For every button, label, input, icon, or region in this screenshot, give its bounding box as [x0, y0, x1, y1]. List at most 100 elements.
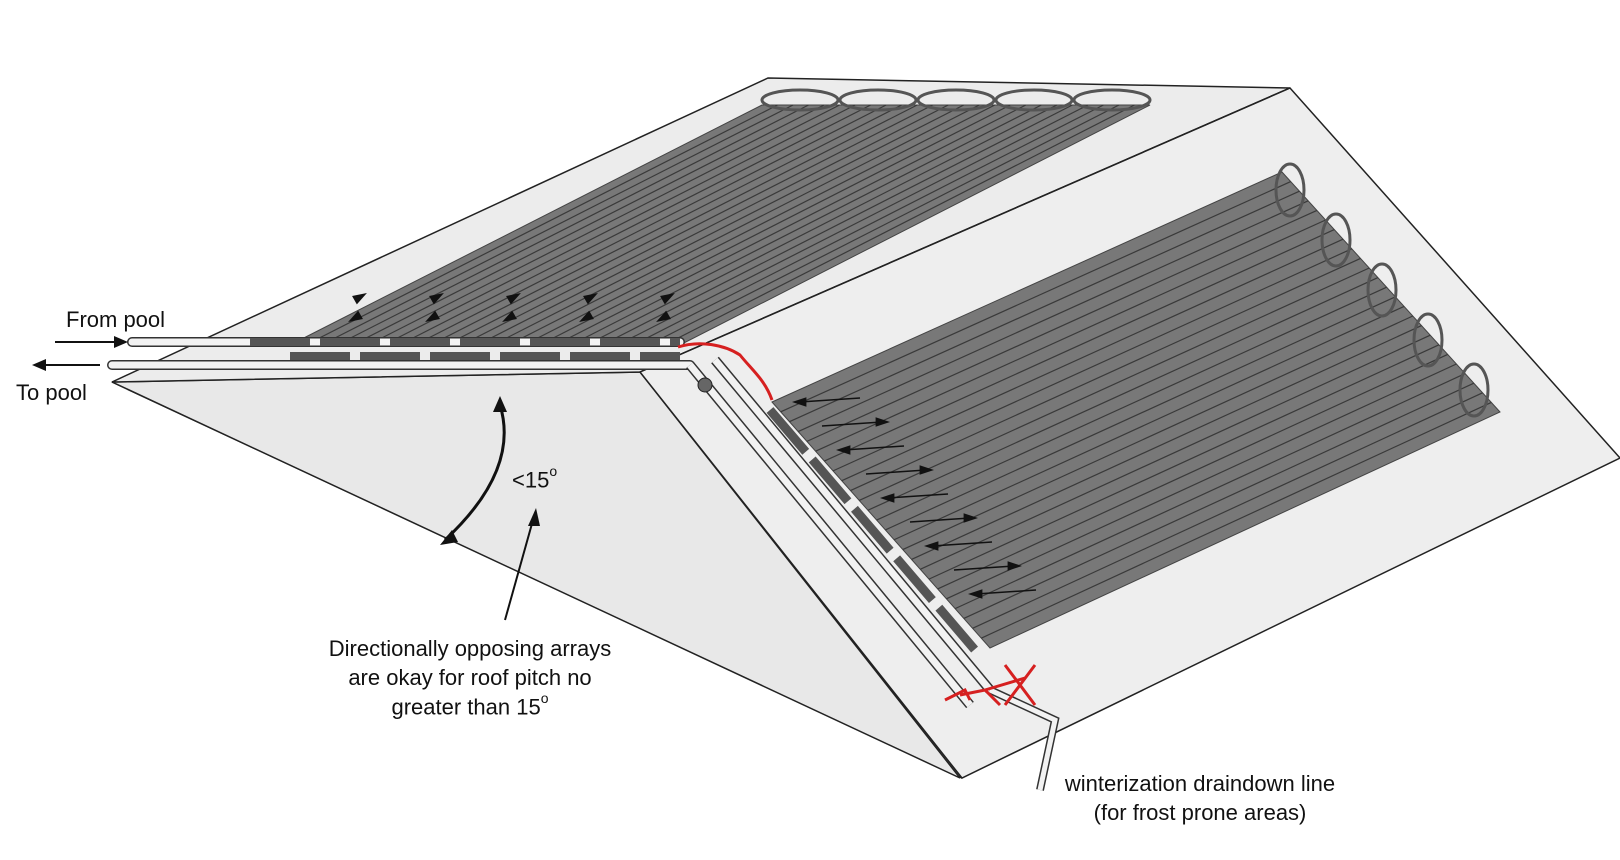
collector-tube-line	[911, 325, 1422, 560]
collector-tube-line	[797, 200, 1309, 433]
collector-tube-line	[305, 104, 778, 346]
collector-coil	[1274, 162, 1306, 218]
collector-tube-line	[954, 373, 1466, 610]
collector-tube-line	[367, 104, 840, 346]
collector-tube-line	[398, 104, 871, 346]
collector-tube-line	[320, 104, 794, 346]
collector-tube-line	[902, 315, 1414, 551]
collector-tube-line	[476, 104, 949, 346]
flow-arrowhead	[429, 293, 444, 305]
collector-tube-line	[414, 104, 887, 346]
flow-arrowhead	[583, 293, 598, 305]
collector-tube-line	[789, 190, 1300, 423]
pitch-angle-arc	[440, 396, 507, 545]
flow-line	[821, 421, 883, 427]
roof-ridge	[639, 87, 1291, 373]
pitch-angle-degree: o	[549, 463, 558, 479]
collector-tube-line	[383, 104, 856, 346]
red-seal-lines	[677, 342, 1037, 707]
pitch-note-line3-wrap: greater than 15o	[300, 690, 640, 722]
collector-tube-line	[963, 382, 1475, 620]
collector-coil	[760, 88, 840, 112]
upper-flow-arrows	[348, 293, 675, 322]
collector-coil	[1320, 212, 1352, 268]
collector-tube-line	[858, 267, 1370, 501]
flow-arrowhead	[875, 417, 890, 427]
flow-arrowhead	[1007, 561, 1022, 571]
collector-tube-line	[841, 248, 1353, 482]
collector-tube-line	[780, 181, 1291, 413]
collector-tube-line	[430, 104, 902, 346]
flow-arrowhead	[579, 310, 594, 322]
collector-tube-line	[815, 219, 1326, 452]
flow-arrowhead	[506, 293, 521, 305]
collector-tube-line	[893, 305, 1405, 541]
flow-line	[799, 397, 861, 403]
collector-tube-line	[445, 104, 918, 346]
flow-arrowhead	[425, 310, 440, 322]
pitch-note: Directionally opposing arrays are okay f…	[300, 635, 640, 722]
collector-tube-line	[508, 104, 980, 346]
collector-tube-line	[539, 104, 1011, 346]
flow-line	[887, 493, 949, 499]
collector-coil	[1412, 312, 1444, 368]
collector-tube-line	[928, 344, 1440, 580]
collector-tube-line	[601, 104, 1073, 346]
from-pool-label: From pool	[66, 307, 166, 332]
collector-tube-line	[946, 363, 1457, 600]
pitch-note-line2: are okay for roof pitch no	[348, 664, 592, 690]
flow-line	[843, 445, 905, 451]
flow-arrowhead	[792, 397, 807, 407]
to-pool-label: To pool	[16, 380, 87, 405]
collector-tube-line	[867, 277, 1379, 511]
collector-tube-line	[617, 104, 1089, 346]
collector-tube-line	[586, 104, 1058, 346]
upper-collector-array	[289, 88, 1152, 346]
collector-tube-line	[554, 104, 1027, 346]
pitch-note-line3: greater than 15	[391, 694, 541, 720]
collector-tube-line	[806, 209, 1318, 442]
from-pool-arrow	[55, 336, 128, 348]
drain-note-line2: (for frost prone areas)	[1093, 799, 1307, 825]
flow-arrowhead	[924, 541, 939, 551]
collector-tube-line	[876, 286, 1387, 521]
collector-tube-line	[648, 104, 1120, 346]
collector-tube-line	[632, 104, 1104, 346]
pitch-note-line1: Directionally opposing arrays	[328, 636, 612, 661]
collector-coil	[916, 88, 996, 112]
collector-coil	[1366, 262, 1398, 318]
pitch-angle-label: <15o	[512, 463, 558, 495]
collector-tube-line	[664, 104, 1135, 346]
drain-note: winterization draindown line (for frost …	[1040, 770, 1360, 827]
flow-arrowhead	[656, 310, 671, 322]
flow-line	[975, 589, 1037, 595]
flow-line	[931, 541, 993, 547]
collector-tube-line	[352, 104, 825, 346]
right-flow-arrows	[792, 397, 1037, 599]
collector-coil	[1458, 362, 1490, 418]
collector-tube-line	[492, 104, 965, 346]
flow-arrowhead	[660, 293, 675, 305]
drain-note-line1: winterization draindown line	[1064, 771, 1336, 796]
collector-coil	[838, 88, 918, 112]
flow-arrowhead	[836, 445, 851, 455]
header-pipes	[107, 337, 1060, 791]
pitch-angle-value: <15	[512, 467, 550, 493]
collector-coil	[1072, 88, 1152, 112]
flow-line	[953, 565, 1015, 571]
collector-tube-line	[885, 296, 1396, 531]
pitch-note-degree: o	[540, 690, 549, 707]
collector-coil	[994, 88, 1074, 112]
collector-tube-line	[461, 104, 933, 346]
flow-arrowhead	[968, 589, 983, 599]
collector-tube-line	[832, 238, 1344, 472]
collector-tube-line	[937, 353, 1448, 590]
collector-tube-line	[336, 104, 809, 346]
collector-tube-line	[981, 401, 1492, 639]
collector-tube-line	[850, 257, 1361, 492]
right-collector-array	[771, 162, 1501, 649]
collector-tube-line	[570, 104, 1042, 346]
flow-arrowhead	[348, 310, 363, 322]
collector-tube-line	[824, 229, 1335, 462]
